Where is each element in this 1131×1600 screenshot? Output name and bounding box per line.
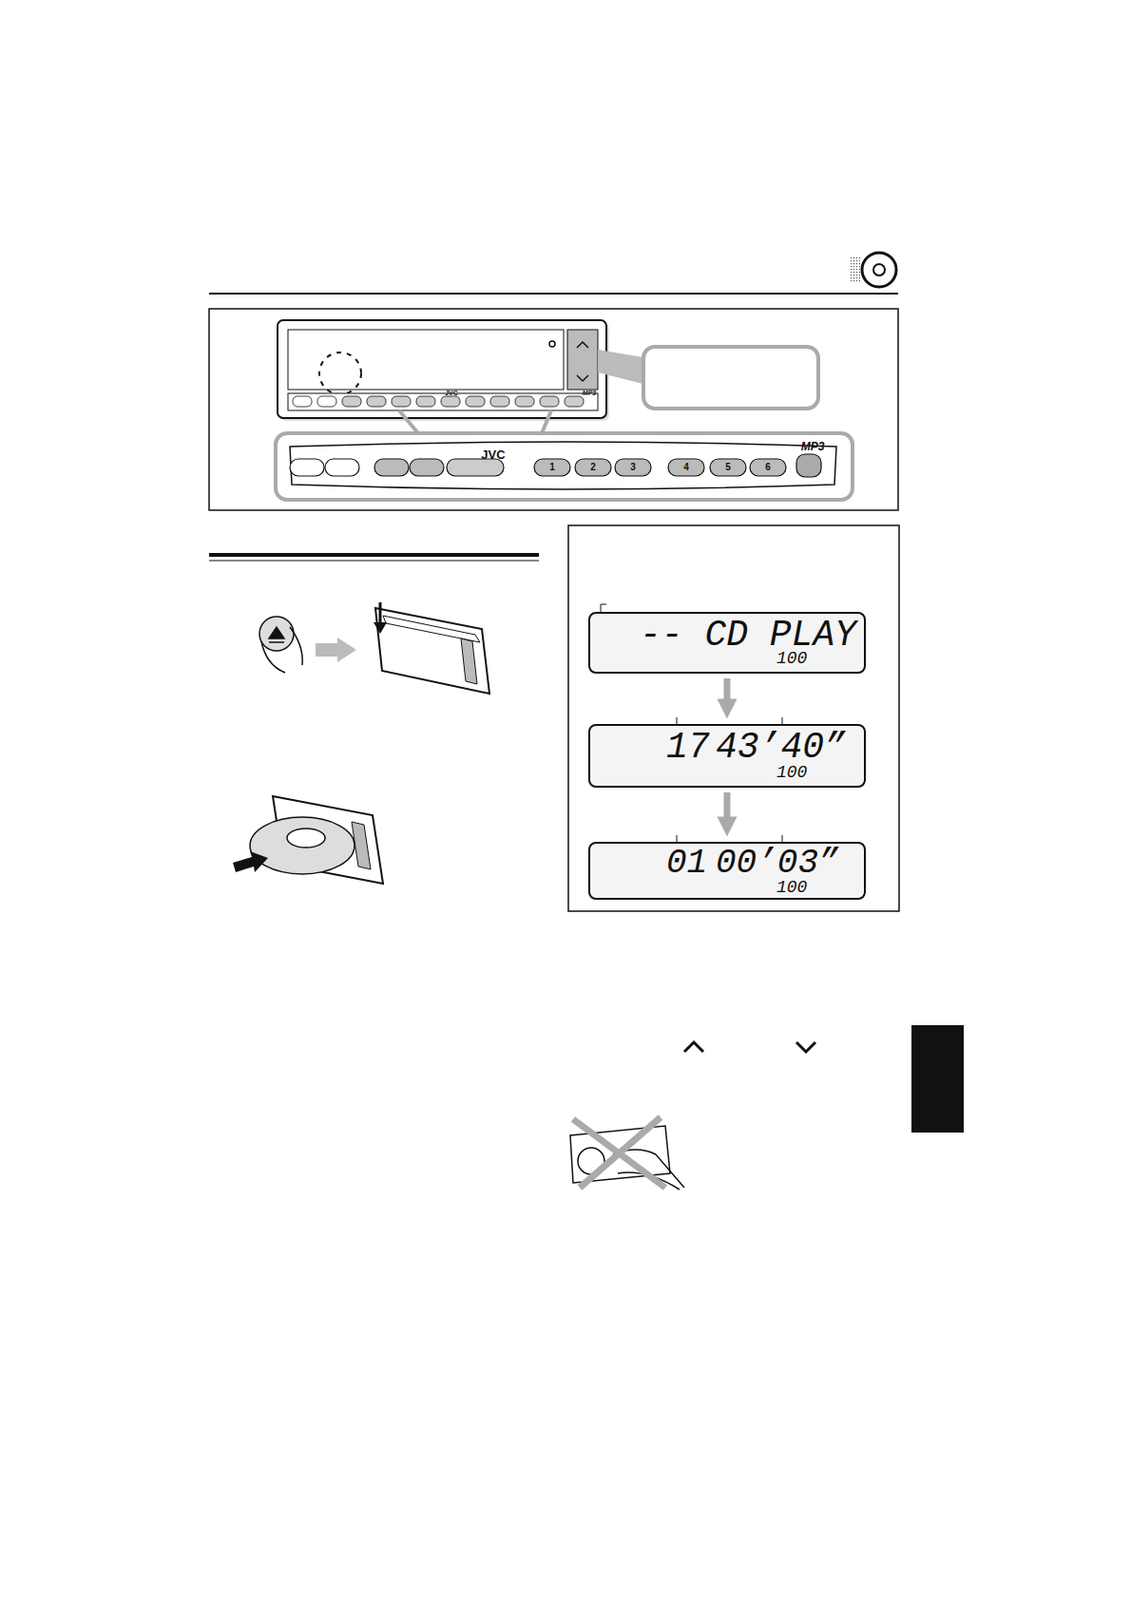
faceplate-button <box>391 396 411 407</box>
display-text: 01 <box>666 846 708 882</box>
no-touch-illustration <box>570 1117 685 1190</box>
display-text: 17 <box>666 729 710 767</box>
faceplate-button <box>465 396 485 407</box>
display-text: 00’03” <box>715 846 840 882</box>
panel-button <box>409 459 444 477</box>
panel-button <box>614 459 652 477</box>
panel-button <box>289 459 325 477</box>
faceplate-button <box>416 396 436 407</box>
display-text: 43’40” <box>715 729 846 767</box>
volume-readout: 100 <box>776 879 807 897</box>
up-chevron <box>684 1042 704 1053</box>
faceplate <box>277 320 610 422</box>
button-number: 3 <box>630 462 636 473</box>
faceplate-button <box>317 396 337 407</box>
panel-button <box>325 459 360 477</box>
panel-button <box>749 459 786 477</box>
header-rule <box>209 292 899 295</box>
language-tab <box>911 1025 964 1133</box>
button-number: 2 <box>590 462 596 473</box>
faceplate-button <box>366 396 386 407</box>
faceplate-button <box>342 396 362 407</box>
panel-button <box>446 459 504 477</box>
button-number: 6 <box>765 462 771 473</box>
faceplate-button <box>539 396 559 407</box>
display-panel-frame <box>568 525 900 912</box>
lcd-display: 1743’40”100 <box>588 724 866 788</box>
disc-insert <box>232 796 384 884</box>
button-number: 5 <box>725 462 731 473</box>
panel-button <box>374 459 409 477</box>
callout-box <box>597 346 819 409</box>
display-text: -- CD PLAY <box>639 617 857 654</box>
faceplate-button <box>564 396 584 407</box>
button-number: 1 <box>549 462 556 473</box>
brand-label: MP3 <box>582 389 596 397</box>
eject-finger <box>259 616 357 673</box>
lcd-display: 0100’03”100 <box>588 842 866 901</box>
brand-label: JVC <box>480 448 505 461</box>
volume-readout: 100 <box>776 764 807 782</box>
brand-label: JVC <box>444 389 459 397</box>
faceplate-button <box>440 396 461 407</box>
volume-readout: 100 <box>776 650 807 668</box>
faceplate-button <box>490 396 510 407</box>
section-rule <box>209 560 539 562</box>
button-number: 4 <box>683 462 690 473</box>
flow-arrow <box>724 678 731 711</box>
flow-arrow <box>724 792 731 829</box>
faceplate-button <box>292 396 312 407</box>
panel-button <box>534 459 571 477</box>
faceplate-tilted <box>373 602 490 694</box>
panel-button <box>575 459 612 477</box>
brand-label: MP3 <box>801 440 825 453</box>
down-chevron <box>796 1042 816 1053</box>
panel-button <box>668 459 705 477</box>
section-rule <box>209 553 539 557</box>
disc-icon <box>848 252 897 288</box>
control-strip-enlarged <box>275 410 853 500</box>
panel-button <box>796 454 822 478</box>
lcd-display: -- CD PLAY100 <box>588 612 866 674</box>
faceplate-button <box>515 396 535 407</box>
panel-button <box>709 459 747 477</box>
panel-frame <box>209 308 899 511</box>
